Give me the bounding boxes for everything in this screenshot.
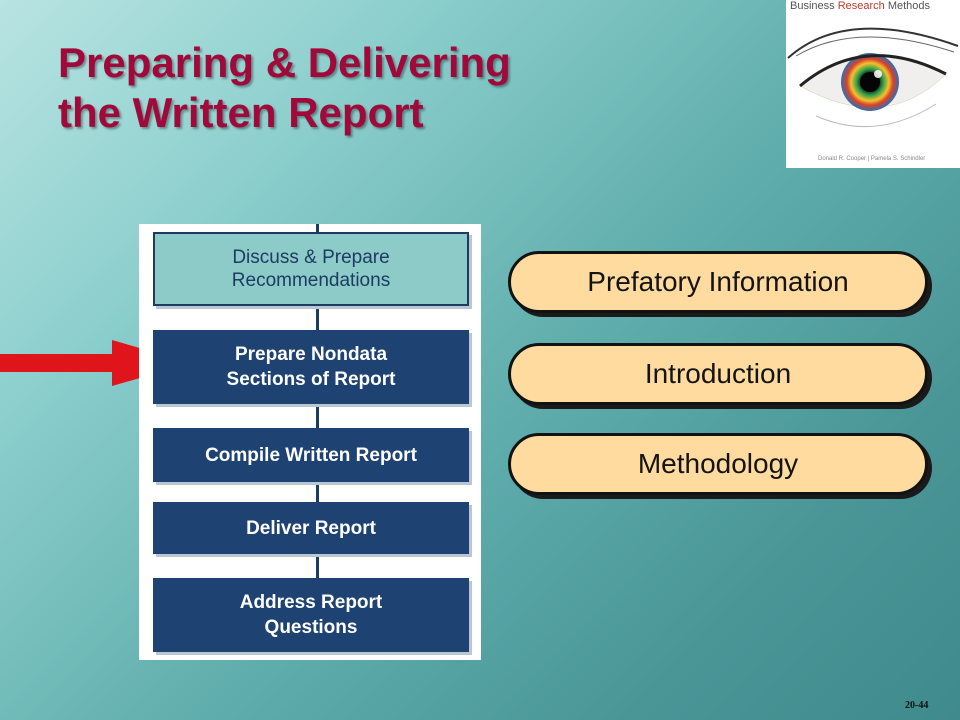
flow-step-prepare-nondata: Prepare Nondata Sections of Report (153, 330, 469, 404)
slide-number: 20-44 (905, 700, 929, 711)
slide-title-line1: Preparing & Delivering (58, 39, 511, 86)
flowchart: Discuss & Prepare Recommendations Prepar… (139, 224, 481, 660)
flow-step-compile-report: Compile Written Report (153, 428, 469, 482)
section-pill-methodology: Methodology (508, 433, 928, 495)
flow-connector (316, 554, 319, 578)
book-cover-image: Business Research Methods Donald R. Coop… (786, 0, 960, 168)
flow-step-address-questions: Address Report Questions (153, 578, 469, 652)
eye-icon (787, 27, 959, 128)
flow-connector (316, 404, 319, 428)
slide-title: Preparing & Delivering the Written Repor… (58, 38, 511, 138)
flow-step-deliver-report: Deliver Report (153, 502, 469, 554)
flow-connector (316, 482, 319, 502)
flow-connector (316, 224, 319, 232)
section-pill-introduction: Introduction (508, 343, 928, 405)
book-title: Business Research Methods (790, 0, 931, 12)
book-authors: Donald R. Cooper | Pamela S. Schindler (818, 156, 926, 162)
slide-title-line2: the Written Report (58, 89, 424, 136)
flow-connector (316, 306, 319, 330)
flow-step-discuss-recommendations: Discuss & Prepare Recommendations (153, 232, 469, 306)
section-pill-prefatory-information: Prefatory Information (508, 251, 928, 313)
